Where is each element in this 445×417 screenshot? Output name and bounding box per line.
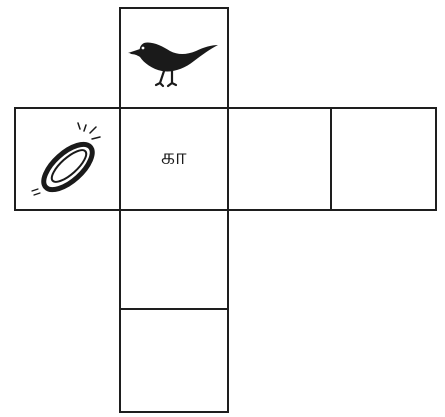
crow-icon [126, 27, 222, 89]
cell-column-empty-1 [119, 209, 229, 310]
cell-row-empty-2 [330, 107, 437, 211]
cell-left-ring [14, 107, 121, 211]
cell-letter: கா [119, 107, 229, 211]
cell-top-crow [119, 7, 229, 109]
cell-row-empty-1 [227, 107, 332, 211]
cell-column-empty-2 [119, 308, 229, 413]
cell-letter-text: கா [161, 145, 187, 173]
ring-icon [22, 117, 114, 201]
